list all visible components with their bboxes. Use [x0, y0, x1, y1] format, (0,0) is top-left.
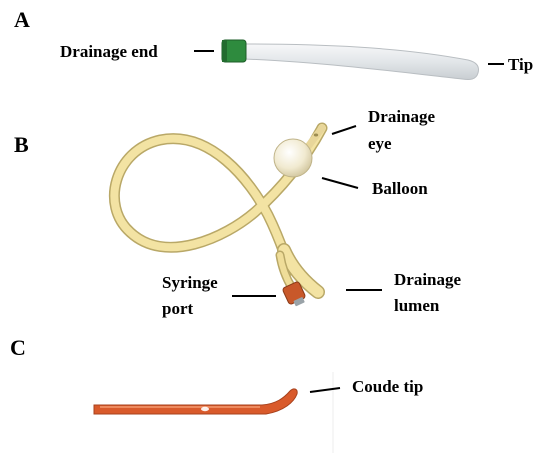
panel-c: C Coude tip — [10, 335, 423, 453]
panel-a: A Drainage end Tip — [14, 7, 533, 79]
coude-catheter-shaft — [94, 389, 297, 414]
leader-coude-tip — [310, 388, 340, 392]
label-drainage-lumen-line1: Drainage — [394, 270, 462, 289]
foley-catheter — [114, 128, 322, 306]
label-drainage-eye-line2: eye — [368, 134, 392, 153]
straight-catheter — [222, 40, 479, 79]
leader-balloon — [322, 178, 358, 188]
label-syringe-port-line1: Syringe — [162, 273, 218, 292]
foley-balloon — [274, 139, 312, 177]
straight-catheter-tube — [244, 44, 479, 79]
panel-a-letter: A — [14, 7, 30, 32]
label-syringe-port-line2: port — [162, 299, 194, 318]
panel-b-letter: B — [14, 132, 29, 157]
coude-catheter-eye — [201, 407, 209, 411]
label-coude-tip: Coude tip — [352, 377, 423, 396]
label-tip: Tip — [508, 55, 533, 74]
panel-b: B Drainage eye Balloon Syringe port — [14, 107, 462, 318]
straight-catheter-connector-rim — [222, 40, 227, 62]
label-drainage-lumen-line2: lumen — [394, 296, 440, 315]
leader-drainage-eye — [332, 126, 356, 134]
label-balloon: Balloon — [372, 179, 428, 198]
panel-c-letter: C — [10, 335, 26, 360]
label-drainage-eye-line1: Drainage — [368, 107, 436, 126]
label-drainage-end: Drainage end — [60, 42, 158, 61]
coude-catheter — [94, 389, 297, 414]
drainage-eye — [314, 134, 318, 137]
